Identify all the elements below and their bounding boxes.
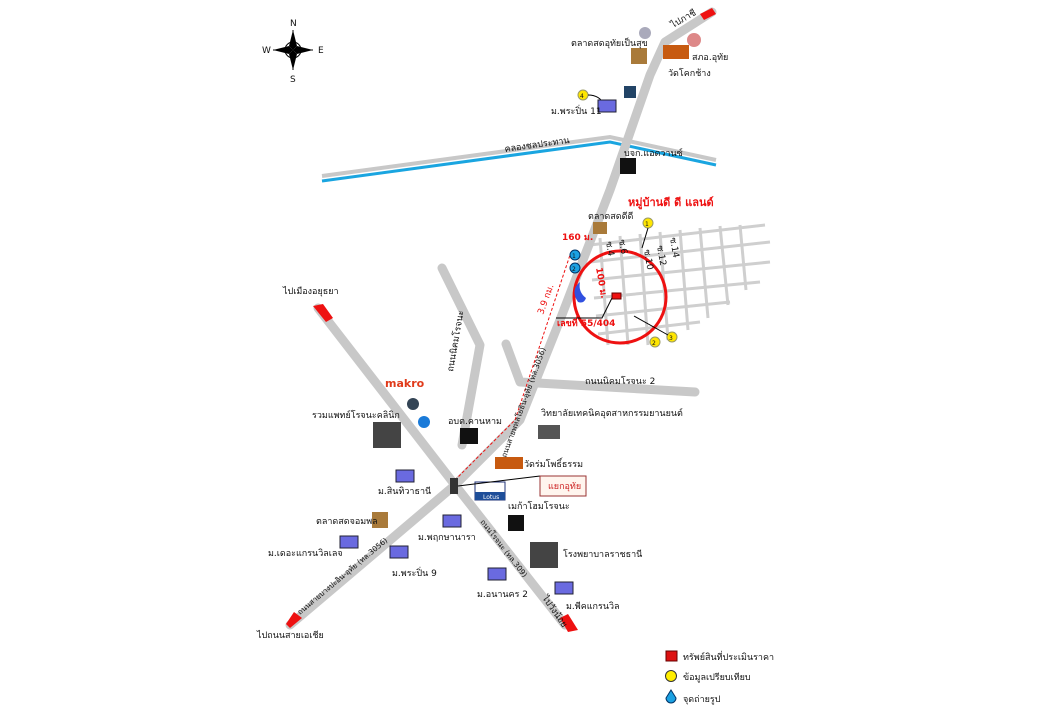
map-label: ตลาดสดอุทัยเป็นสุข [571, 36, 648, 49]
map-label: วัดร่มโพธิ์ธรรม [524, 457, 583, 470]
map-label: ถนนสายพหลโยธิน-อุทัย (ทล.3056) [499, 346, 547, 459]
map-label: E [318, 46, 324, 56]
map-label: S [290, 75, 296, 85]
map-label: ม.พระปิ่น 11 [551, 104, 602, 117]
map-label: แยกอุทัย [548, 482, 581, 492]
map-label: โรงพยาบาลราชธานี [563, 549, 642, 560]
map-label: เลขที่ 55/404 [557, 316, 615, 329]
map-label: 2 [572, 266, 576, 273]
map-label: ถนนนิคมโรจนะ 2 [585, 376, 655, 387]
fire-icon [574, 282, 586, 303]
map-label: 3.9 กม. [536, 283, 556, 316]
map-label: ม.พีคแกรนวิล [566, 601, 620, 612]
u-turn-icon [418, 416, 430, 428]
map-label: ซ.6 [616, 239, 628, 255]
house-icons [339, 99, 617, 595]
comparison-marker-2: 2 [649, 336, 661, 348]
map-label: 160 ม. [562, 233, 593, 243]
subject-area-circle [572, 249, 668, 345]
map-label: ตลาดสดจอมพล [316, 517, 378, 527]
map-label: ไปวังน้อย [539, 593, 570, 630]
map-label: รวมแพทย์โรจนะคลินิก [312, 409, 400, 421]
comparison-marker-4: 4 [577, 89, 605, 106]
arrow-to-phachi [700, 8, 716, 20]
map-label: อบต.คานหาม [448, 417, 502, 427]
map-label: 3 [669, 335, 673, 342]
lotus-logo: Lotus [474, 481, 506, 501]
hospital-icon [530, 542, 558, 568]
main-road [450, 7, 717, 490]
map-label: เมก้าโฮมโรจนะ [508, 501, 570, 512]
bank-icon [639, 27, 651, 39]
map-label: 4 [580, 93, 584, 100]
market-icons [372, 48, 647, 528]
map-label: ม.เดอะแกรนวิลเลจ [268, 548, 343, 559]
map-label: ไปถนนสายเอเชีย [256, 630, 324, 641]
photo-point-2: 2 [569, 262, 581, 274]
rojana-road [437, 263, 485, 450]
map-label: ม.สินทิวาธานี [378, 486, 431, 497]
comparison-marker-3: 3 [633, 315, 678, 343]
arrow-to-wangnoi [560, 614, 578, 632]
sw-road [285, 480, 460, 630]
legend: ทรัพย์สินที่ประเมินราคา ข้อมูลเปรียบเทีย… [665, 650, 774, 705]
map-label: ม.อนานคร 2 [477, 590, 528, 600]
map-label: ซ.14 [667, 237, 680, 259]
map-label: ตลาดสดดีดี [588, 211, 633, 222]
map-label: ทรัพย์สินที่ประเมินราคา [683, 650, 774, 663]
route-line [454, 254, 571, 481]
map-label: 2 [652, 340, 656, 347]
map-label: ซ.12 [654, 245, 667, 267]
junction-callout: แยกอุทัย [457, 475, 587, 497]
arrow-to-asia [286, 612, 302, 628]
map-label: ไปเมืองอยุธยา [282, 286, 339, 297]
map-label: จุดถ่ายรูป [683, 695, 721, 705]
temple-icons [495, 45, 689, 469]
map-label: หมู่บ้านดี ดี แลนด์ [628, 196, 714, 210]
building-icons [460, 158, 636, 531]
rojana2-road [501, 339, 700, 397]
map-label: วิทยาลัยเทคนิคอุตสาหกรรมยานยนต์ [541, 407, 683, 419]
canal [321, 140, 717, 183]
hospital-icon [373, 422, 401, 448]
gas-station-icon [624, 86, 636, 98]
map-label: ถนนนิคมโรจนะ [445, 310, 467, 373]
map-label: บจก.แอดวานซ์ [624, 147, 683, 159]
map-label: ม.พระปิ่น 9 [392, 566, 437, 579]
map-label: วัดโคกช้าง [668, 68, 711, 79]
map-label: ซ.10 [641, 249, 654, 271]
map-label: 1 [572, 253, 576, 260]
map-label: Lotus [483, 494, 499, 501]
comparison-marker-1: 1 [641, 217, 654, 249]
police-icon [687, 33, 701, 47]
arrow-to-ayutthaya [313, 304, 333, 322]
map-label: ข้อมูลเปรียบเทียบ [683, 672, 751, 683]
ptt-icon [407, 398, 419, 410]
map-label: N [290, 19, 297, 29]
village-grid [589, 223, 771, 346]
map-label: ซ.4 [603, 241, 615, 257]
traffic-light-icon [450, 478, 458, 494]
makro-logo: makro [385, 377, 425, 390]
map-label: W [262, 46, 271, 56]
property-marker [611, 292, 622, 300]
map-label: 1 [645, 221, 649, 228]
college-icon [538, 425, 560, 439]
canal-road [321, 134, 717, 178]
map-label: 100 ม. [593, 267, 608, 300]
compass-icon: N S E W [262, 19, 324, 85]
photo-point-1: 1 [569, 249, 581, 261]
map-label: ม.พฤกษานารา [418, 533, 476, 543]
map-label: สภอ.อุทัย [692, 53, 728, 63]
